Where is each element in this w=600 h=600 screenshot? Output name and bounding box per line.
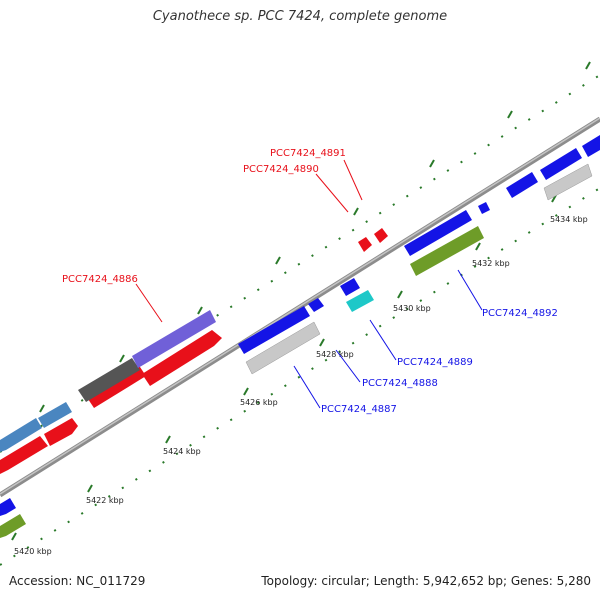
cds-olive-1[interactable] [410, 226, 484, 276]
gene-forward-pcc4891[interactable] [374, 228, 388, 243]
cds-steel-2[interactable] [38, 402, 72, 428]
genome-stats-text: Topology: circular; Length: 5,942,652 bp… [261, 574, 591, 588]
cds-lower-row [0, 163, 593, 538]
cds-dark-1[interactable] [78, 358, 140, 402]
genome-backbone [0, 116, 600, 498]
gene-forward-b[interactable] [44, 418, 78, 446]
gene-reverse-left[interactable] [0, 498, 16, 516]
label-pcc4888[interactable]: PCC7424_4888 [362, 378, 438, 389]
label-pcc4887[interactable]: PCC7424_4887 [321, 404, 397, 415]
tick-labels: 5420 kbp 5422 kbp 5424 kbp 5426 kbp 5428… [14, 215, 588, 556]
tick-label-5434: 5434 kbp [550, 215, 588, 224]
gene-reverse-pcc4887[interactable] [238, 306, 310, 354]
gene-reverse-r3[interactable] [582, 135, 600, 157]
label-leaders-forward [135, 159, 363, 323]
gene-reverse-pcc4892[interactable] [404, 210, 472, 256]
tick-label-5424: 5424 kbp [163, 447, 201, 456]
gene-reverse-r2[interactable] [540, 148, 582, 180]
label-pcc4891[interactable]: PCC7424_4891 [270, 148, 346, 159]
gene-reverse-r1[interactable] [506, 172, 538, 198]
tick-label-5422: 5422 kbp [86, 496, 124, 505]
tick-label-5430: 5430 kbp [393, 304, 431, 313]
cds-gray-1[interactable] [245, 321, 321, 375]
gene-reverse-small-1[interactable] [308, 298, 324, 312]
cds-olive-left[interactable] [0, 514, 26, 538]
label-pcc4892[interactable]: PCC7424_4892 [482, 308, 558, 319]
upper-ticks [0, 61, 591, 447]
gene-forward-pcc4890[interactable] [358, 237, 372, 252]
cds-steel-1[interactable] [0, 418, 42, 452]
cds-gray-2[interactable] [543, 163, 593, 201]
genome-backbone-highlight [0, 117, 600, 495]
label-pcc4889[interactable]: PCC7424_4889 [397, 357, 473, 368]
cds-cyan-1[interactable] [346, 290, 374, 312]
gene-reverse-pcc4889[interactable] [340, 278, 360, 296]
tick-label-5420: 5420 kbp [14, 547, 52, 556]
label-leaders-reverse [293, 269, 483, 409]
label-pcc4890[interactable]: PCC7424_4890 [243, 164, 319, 175]
gene-labels: PCC7424_4886 PCC7424_4887 PCC7424_4888 P… [62, 148, 558, 415]
tick-label-5432: 5432 kbp [472, 259, 510, 268]
map-title: Cyanothece sp. PCC 7424, complete genome [152, 9, 448, 24]
forward-genes [0, 228, 388, 474]
reverse-genes [0, 135, 600, 516]
lower-ticks [11, 194, 557, 541]
tick-label-5426: 5426 kbp [240, 398, 278, 407]
tick-label-5428: 5428 kbp [316, 350, 354, 359]
gene-forward-pcc4886[interactable] [142, 330, 222, 386]
cds-purple-1[interactable] [132, 310, 216, 368]
accession-text: Accession: NC_011729 [9, 574, 146, 588]
gene-forward-a[interactable] [0, 436, 48, 474]
label-pcc4886[interactable]: PCC7424_4886 [62, 274, 138, 285]
gene-reverse-small-2[interactable] [478, 202, 490, 214]
cds-upper-row [0, 310, 216, 452]
